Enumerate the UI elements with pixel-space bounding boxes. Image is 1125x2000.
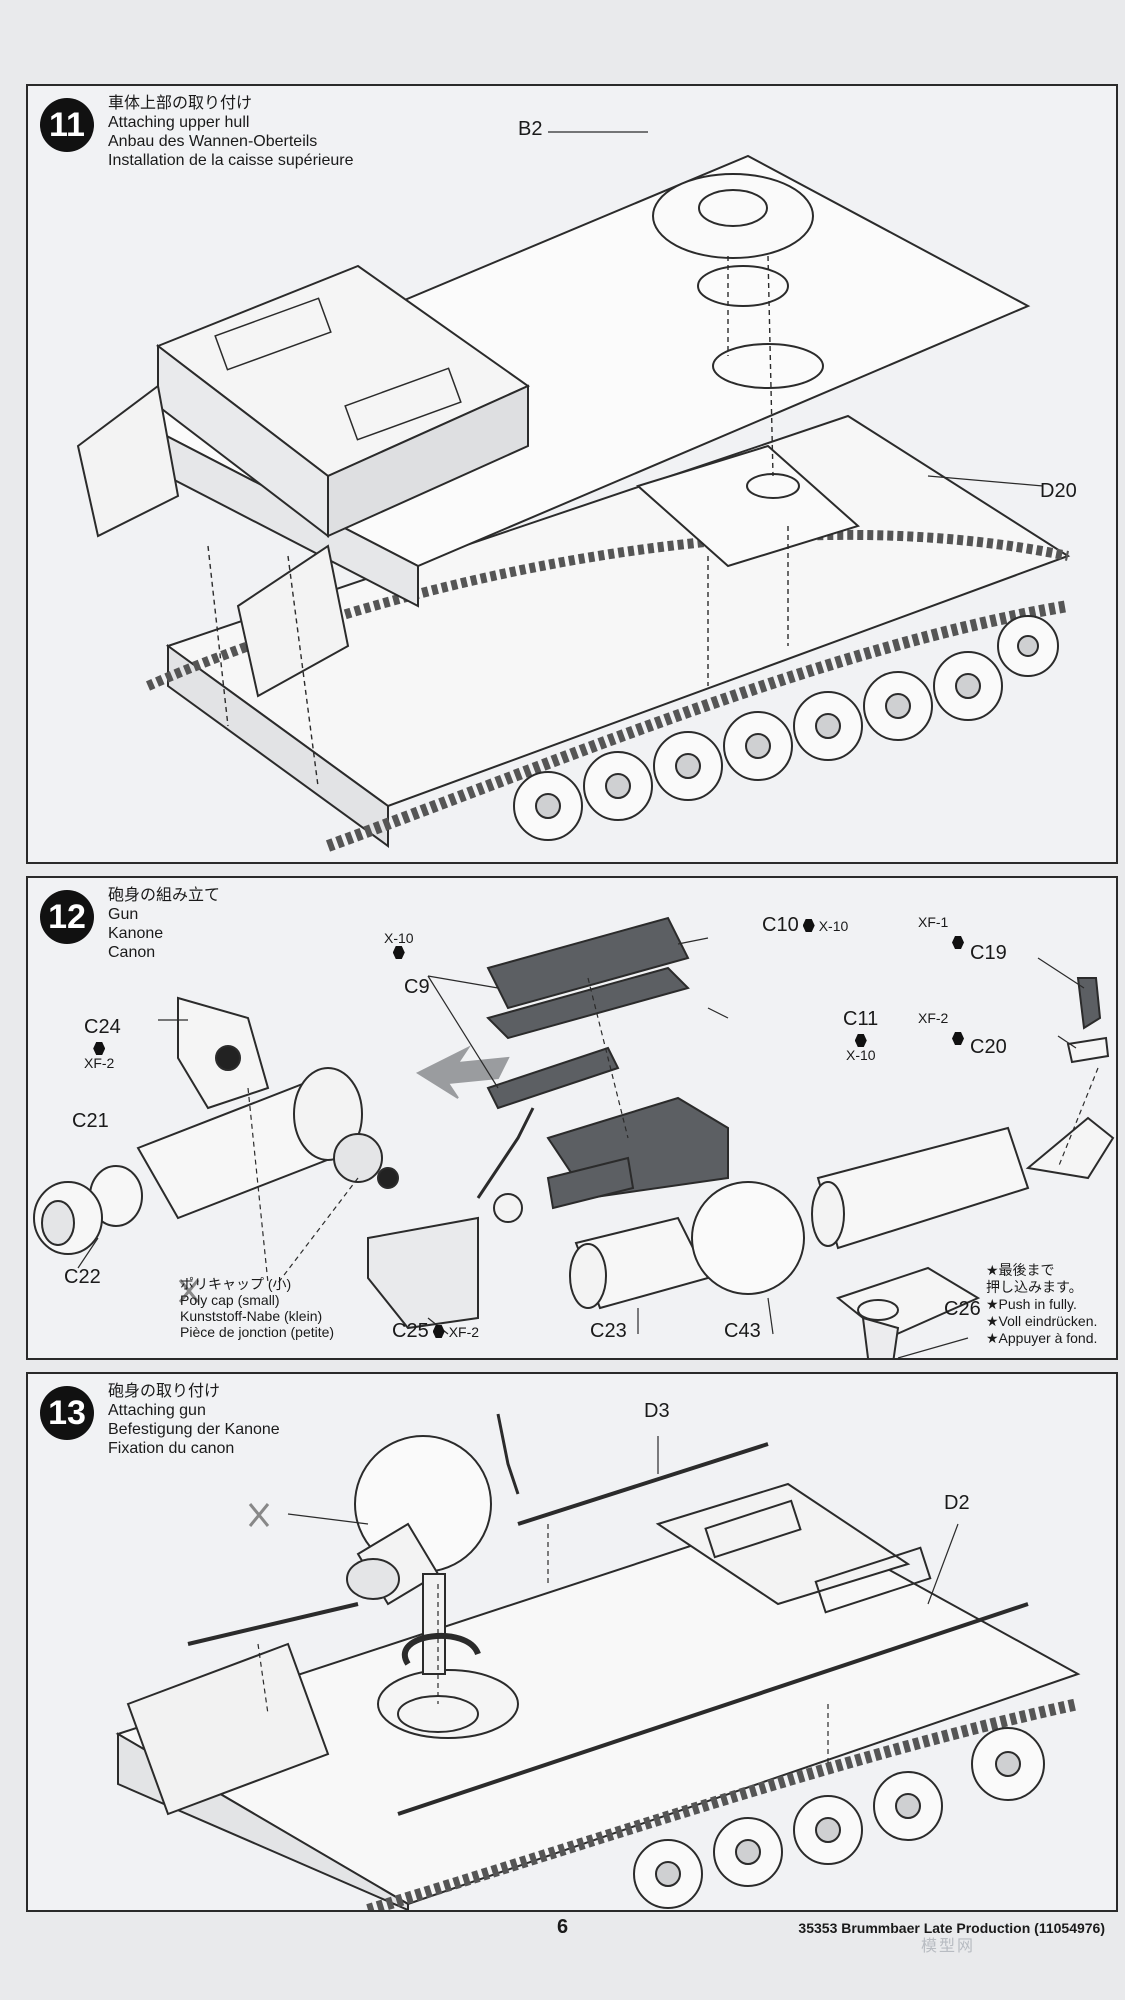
push-note-ja-2: 押し込みます。 — [986, 1279, 1083, 1295]
step-12-panel: 12 砲身の組み立て Gun Kanone Canon — [26, 876, 1118, 1360]
push-note-en: ★Push in fully. — [986, 1296, 1077, 1312]
part-label-c24: C24 — [84, 1016, 121, 1038]
step-titles: 車体上部の取り付け Attaching upper hull Anbau des… — [108, 94, 353, 170]
paint-code-c19: XF-1 — [918, 914, 949, 930]
paint-hex-icon — [93, 1042, 106, 1055]
polycap-ja: ポリキャップ (小) — [180, 1276, 292, 1292]
part-label-c23: C23 — [590, 1320, 627, 1342]
paint-callout-c25: C25 XF-2 — [392, 1320, 479, 1343]
product-code: 35353 Brummbaer Late Production (1105497… — [798, 1920, 1105, 1936]
paint-code: XF-2 — [448, 1323, 480, 1340]
gun-assembly-illustration — [33, 916, 1115, 1358]
step-number: 11 — [40, 98, 94, 152]
gun-mounting-illustration — [115, 1413, 1081, 1910]
part-label-c19: C19 — [970, 942, 1007, 964]
hull-assembly-illustration — [76, 131, 1071, 852]
paint-code: X-10 — [384, 930, 414, 946]
title-ja: 砲身の組み立て — [108, 887, 221, 904]
part-label-c25: C25 — [392, 1320, 429, 1342]
polycap-de: Kunststoff-Nabe (klein) — [180, 1308, 323, 1324]
step-number: 12 — [40, 890, 94, 944]
title-ja: 砲身の取り付け — [108, 1383, 221, 1400]
title-fr: Canon — [108, 944, 156, 961]
step-11-panel: 11 車体上部の取り付け Attaching upper hull Anbau … — [26, 84, 1118, 864]
part-label-c10: C10 — [762, 914, 799, 936]
polycap-note: ポリキャップ (小) Poly cap (small) Kunststoff-N… — [180, 1276, 334, 1340]
paint-callout-c24: XF-2 — [84, 1042, 114, 1071]
part-label-d2: D2 — [944, 1492, 970, 1514]
push-in-note: ★最後まで 押し込みます。 ★Push in fully. ★Voll eind… — [986, 1262, 1097, 1347]
part-label-c26: C26 — [944, 1298, 981, 1320]
step-titles: 砲身の取り付け Attaching gun Befestigung der Ka… — [108, 1382, 280, 1458]
step-13-panel: 13 砲身の取り付け Attaching gun Befestigung der… — [26, 1372, 1118, 1912]
watermark-text: 模型网 — [920, 1938, 975, 1955]
title-de: Kanone — [108, 925, 164, 942]
title-en: Attaching upper hull — [108, 114, 250, 131]
title-de: Anbau des Wannen-Oberteils — [108, 133, 318, 150]
paint-hex-icon — [392, 946, 405, 959]
title-fr: Fixation du canon — [108, 1440, 235, 1457]
part-label-c11: C11 — [843, 1008, 879, 1030]
title-en: Attaching gun — [108, 1402, 206, 1419]
push-note-fr: ★Appuyer à fond. — [986, 1330, 1098, 1346]
paint-code: X-10 — [846, 1047, 876, 1063]
push-note-de: ★Voll eindrücken. — [986, 1313, 1098, 1329]
step-number: 13 — [40, 1386, 94, 1440]
page-number: 6 — [556, 1916, 569, 1938]
paint-code-c20: XF-2 — [918, 1010, 949, 1026]
paint-hex-icon — [854, 1034, 867, 1047]
title-en: Gun — [108, 906, 139, 923]
part-label-d20: D20 — [1040, 480, 1077, 502]
paint-callout-c10: C10 X-10 — [762, 914, 848, 937]
paint-hex-icon — [952, 936, 964, 949]
part-label-b2: B2 — [518, 118, 543, 140]
part-label-c20: C20 — [970, 1036, 1007, 1058]
part-label-c43: C43 — [724, 1320, 761, 1342]
paint-hex-icon — [952, 1032, 964, 1045]
push-note-ja-1: ★最後まで — [986, 1262, 1055, 1278]
paint-code: XF-2 — [84, 1055, 115, 1071]
paint-callout-c9: X-10 — [384, 930, 414, 959]
title-de: Befestigung der Kanone — [108, 1421, 280, 1438]
title-ja: 車体上部の取り付け — [108, 95, 253, 112]
part-label-d3: D3 — [644, 1400, 670, 1422]
polycap-en: Poly cap (small) — [180, 1292, 280, 1308]
paint-code: X-10 — [818, 917, 849, 934]
polycap-fr: Pièce de jonction (petite) — [180, 1324, 335, 1340]
paint-hex-icon — [802, 919, 815, 932]
part-label-c9: C9 — [404, 976, 430, 998]
part-label-c22: C22 — [64, 1266, 101, 1288]
paint-callout-c11: X-10 — [846, 1034, 876, 1063]
title-fr: Installation de la caisse supérieure — [108, 152, 354, 169]
step-titles: 砲身の組み立て Gun Kanone Canon — [108, 886, 220, 962]
part-label-c21: C21 — [72, 1110, 109, 1132]
paint-hex-icon — [432, 1325, 445, 1338]
